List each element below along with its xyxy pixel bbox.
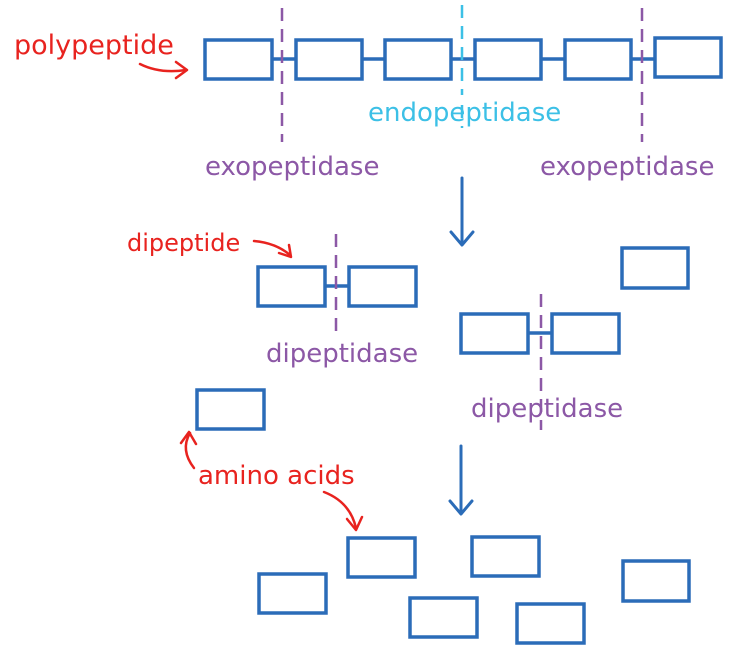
endopeptidase-label: endopeptidase <box>368 98 561 128</box>
dipeptide-label: dipeptide <box>127 229 240 257</box>
polypeptide-label: polypeptide <box>14 30 174 61</box>
amino-acid-box <box>550 312 621 355</box>
exopeptidase-right-label: exopeptidase <box>540 152 714 182</box>
amino-acids-label: amino acids <box>198 461 355 491</box>
exopeptidase-left-label: exopeptidase <box>205 152 379 182</box>
reaction-arrow-1-head <box>449 230 475 247</box>
amino-acid-box <box>347 265 418 308</box>
amino-acid-box <box>203 38 274 81</box>
amino-acid-box <box>473 38 543 81</box>
amino-acid-box <box>256 265 327 308</box>
amino-acid-box <box>195 388 266 431</box>
amino-acids-pointer-arrow <box>322 490 358 530</box>
polypeptide-chain <box>203 36 723 81</box>
polypeptide-pointer-arrowhead <box>174 60 189 80</box>
amino-acid-box <box>621 559 691 603</box>
free-amino-acids <box>257 535 691 645</box>
dipeptidase-right-label: dipeptidase <box>471 394 623 424</box>
amino-acid-box <box>346 536 417 579</box>
amino-acid-pointer-arrow <box>184 431 196 470</box>
dipeptide-pointer-arrow <box>252 239 292 257</box>
amino-acid-box <box>563 38 633 81</box>
amino-acid-box <box>257 572 328 615</box>
amino-acids-pointer-arrowhead <box>345 515 364 532</box>
amino-acid-pointer-arrowhead <box>179 430 198 446</box>
dipeptide-pointer-arrowhead <box>277 243 293 259</box>
amino-acid-box <box>653 36 723 79</box>
amino-acid-box <box>459 312 530 355</box>
amino-acid-box <box>383 38 453 81</box>
amino-acid-box <box>515 602 586 645</box>
amino-acid-box <box>294 38 364 81</box>
reaction-arrow-2-head <box>448 499 474 516</box>
dipeptide-left <box>256 265 418 308</box>
dipeptidase-left-label: dipeptidase <box>266 339 418 369</box>
polypeptide-pointer-arrow <box>138 62 188 73</box>
amino-acid-box <box>620 246 690 290</box>
dipeptide-right <box>459 312 621 355</box>
amino-acid-box <box>470 535 541 578</box>
amino-acid-box <box>408 596 479 639</box>
